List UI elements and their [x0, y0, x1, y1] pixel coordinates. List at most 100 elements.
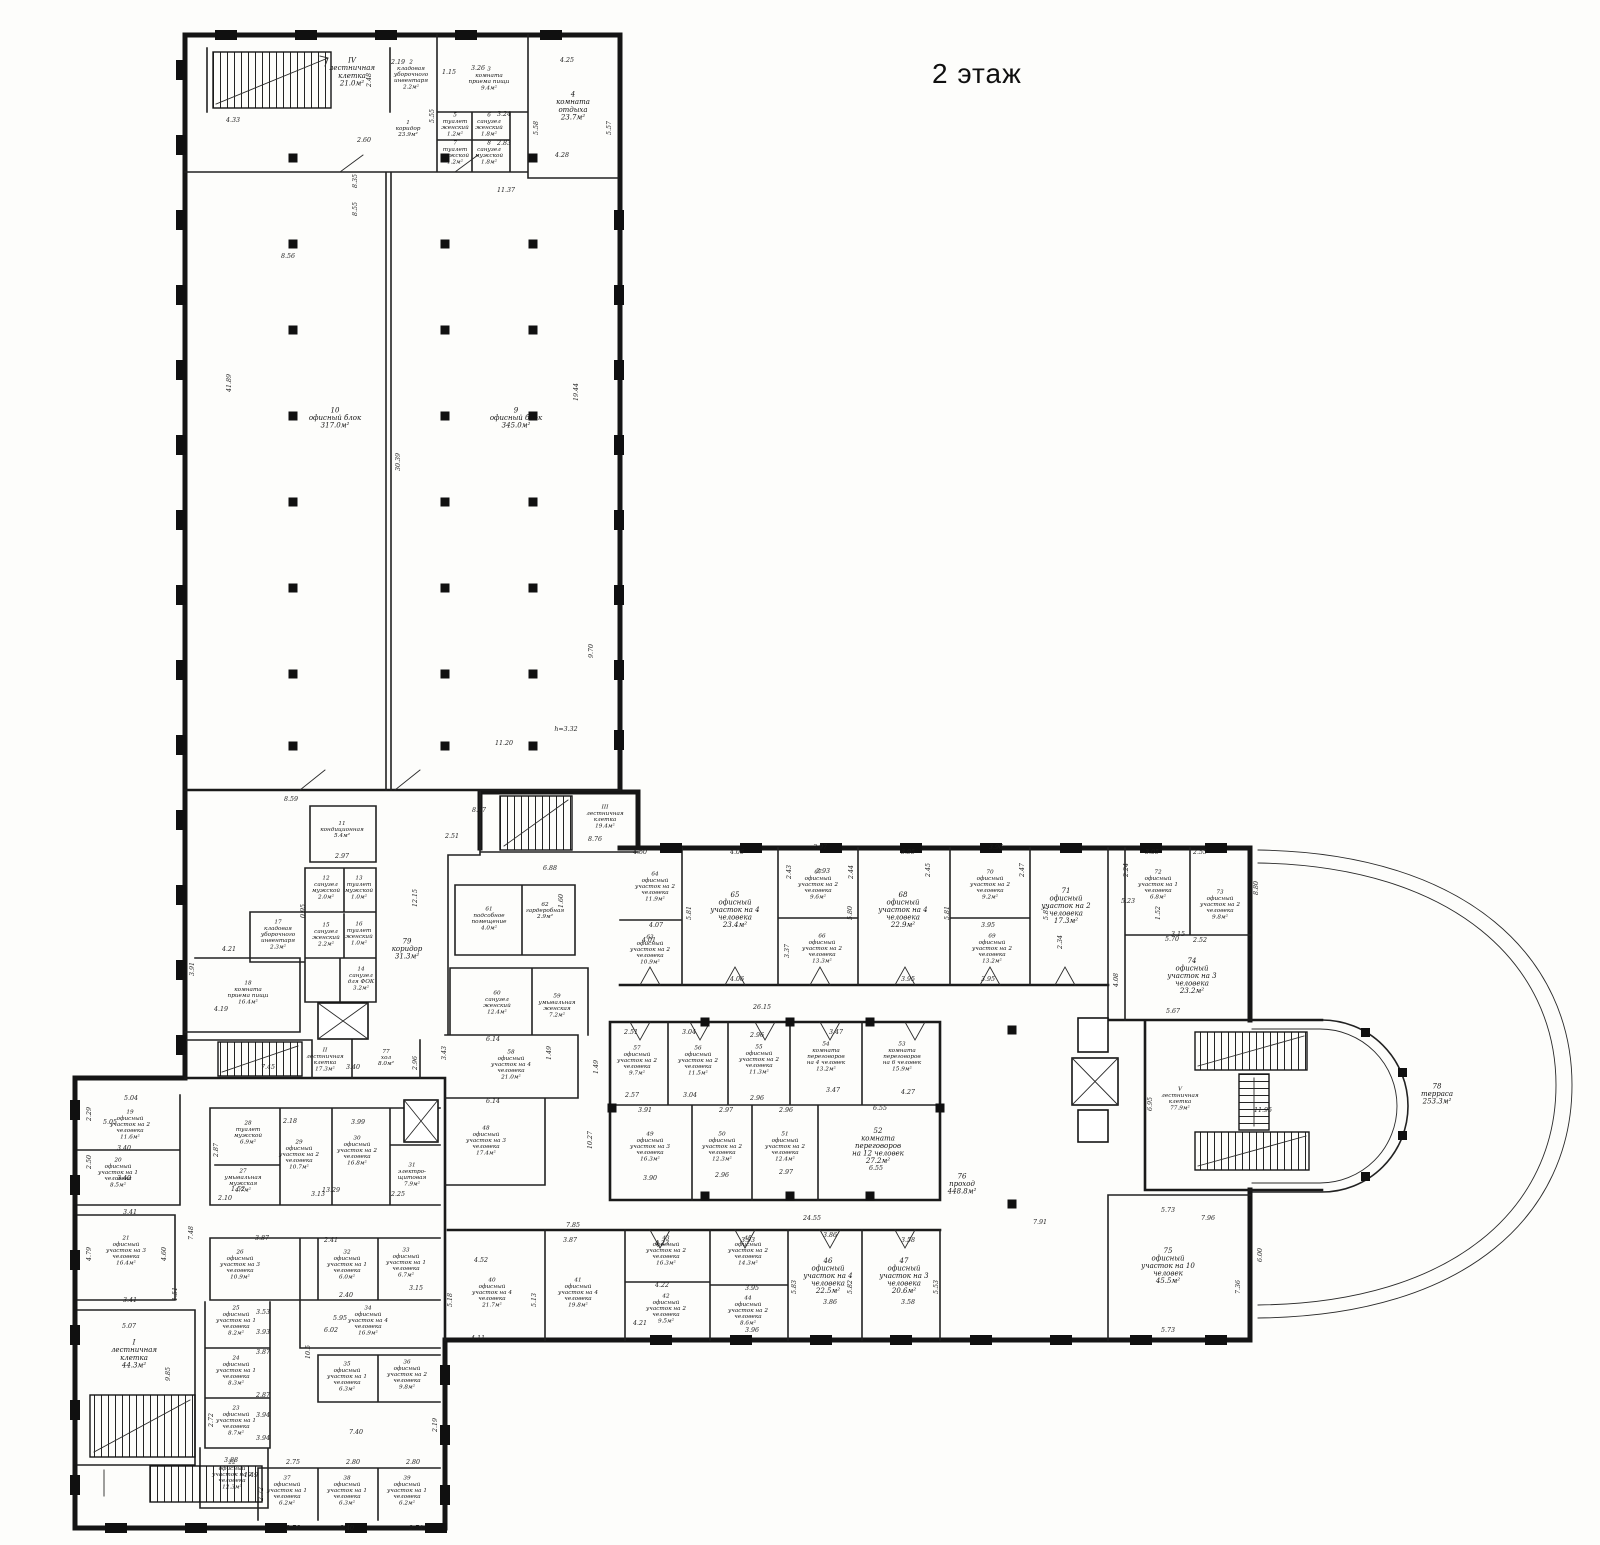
pilaster — [614, 585, 624, 605]
dimension-text: 6.88 — [543, 865, 557, 872]
pilaster — [970, 1335, 992, 1345]
dimension-text: 8.55 — [352, 202, 359, 216]
pilaster — [70, 1175, 80, 1195]
dimension-text: 4.60 — [632, 849, 647, 856]
column-icon — [528, 325, 538, 335]
balcony-arc — [1251, 1019, 1409, 1193]
dimension-text: 2.40 — [339, 1525, 354, 1532]
dimension-text: 3.86 — [823, 1232, 837, 1239]
dimension-text: 24.55 — [802, 1215, 821, 1222]
pilaster — [345, 1523, 367, 1533]
dimension-text: 3.87 — [256, 1349, 270, 1356]
dimension-text: 3.13 — [311, 1191, 325, 1198]
dimension-text: 4.60 — [161, 1247, 168, 1262]
dimension-text: 2.18 — [282, 1118, 297, 1125]
dimension-text: 3.24 — [497, 111, 511, 118]
dimension-text: 3.40 — [117, 1145, 131, 1152]
dimension-text: 3.37 — [784, 944, 791, 958]
pilaster — [185, 1523, 207, 1533]
dimension-text: 11.20 — [495, 740, 513, 747]
dimension-text: 4.11 — [470, 1335, 485, 1342]
pilaster — [650, 1335, 672, 1345]
pilaster — [540, 30, 562, 40]
column-icon — [440, 325, 450, 335]
dimension-text: 2.29 — [86, 1107, 93, 1122]
dimension-text: 2.75 — [285, 1459, 300, 1466]
dimension-text: 2.60 — [356, 137, 371, 144]
dimension-text: 5.73 — [1161, 1207, 1175, 1214]
dimension-text: 1.52 — [1155, 906, 1162, 920]
column-icon — [528, 497, 538, 507]
staircase-V — [1194, 1031, 1310, 1171]
pilaster — [215, 30, 237, 40]
dimension-text: 2.97 — [778, 1169, 793, 1176]
dimension-text: 3.04 — [683, 1092, 697, 1099]
pilaster — [1060, 843, 1082, 853]
column-icon — [528, 583, 538, 593]
dimension-text: 8.59 — [284, 796, 298, 803]
terrace-arcs — [1257, 849, 1573, 1319]
pilaster — [176, 285, 186, 305]
dimension-text: 2.97 — [718, 1107, 733, 1114]
dimension-text: 3.93 — [256, 1329, 270, 1336]
column-icon — [288, 153, 298, 163]
dimension-text: 3.93 — [741, 1237, 755, 1244]
column-icon — [288, 239, 298, 249]
dimension-text: 41.89 — [226, 374, 233, 393]
dimension-text: 3.95 — [981, 922, 995, 929]
dimension-text: 3.47 — [829, 1029, 843, 1036]
dimension-text: 13.29 — [322, 1187, 340, 1194]
dimension-text: 6.02 — [324, 1327, 338, 1334]
dimension-text: 3.47 — [826, 1087, 840, 1094]
staircase-I — [89, 1394, 263, 1503]
dimension-text: 5.95 — [333, 1315, 347, 1322]
dimension-text: 5.23 — [1121, 898, 1135, 905]
dimension-text: 2.87 — [213, 1143, 220, 1158]
column-icon — [1007, 1199, 1017, 1209]
pilaster — [614, 510, 624, 530]
dimension-text: 3.15 — [1171, 931, 1185, 938]
dimension-text: 2.96 — [749, 1095, 764, 1102]
dimension-text: 2.96 — [412, 1056, 419, 1071]
pilaster — [176, 585, 186, 605]
dimension-text: 7.85 — [566, 1222, 580, 1229]
staircase-II — [217, 1041, 303, 1077]
pilaster — [176, 960, 186, 980]
dimension-text: 5.55 — [429, 109, 436, 123]
dimension-text: 1.49 — [244, 1472, 258, 1479]
column-icon — [440, 741, 450, 751]
pilaster — [105, 1523, 127, 1533]
dimension-text: 6.55 — [873, 1105, 887, 1112]
dimension-text: 2.10 — [217, 1195, 232, 1202]
dimension-text: 6.95 — [1147, 1097, 1154, 1111]
dimension-text: 3.41 — [123, 1297, 137, 1304]
dimension-text: 4.33 — [225, 117, 240, 124]
pilaster — [900, 843, 922, 853]
dimension-text: 3.97 — [813, 844, 827, 851]
